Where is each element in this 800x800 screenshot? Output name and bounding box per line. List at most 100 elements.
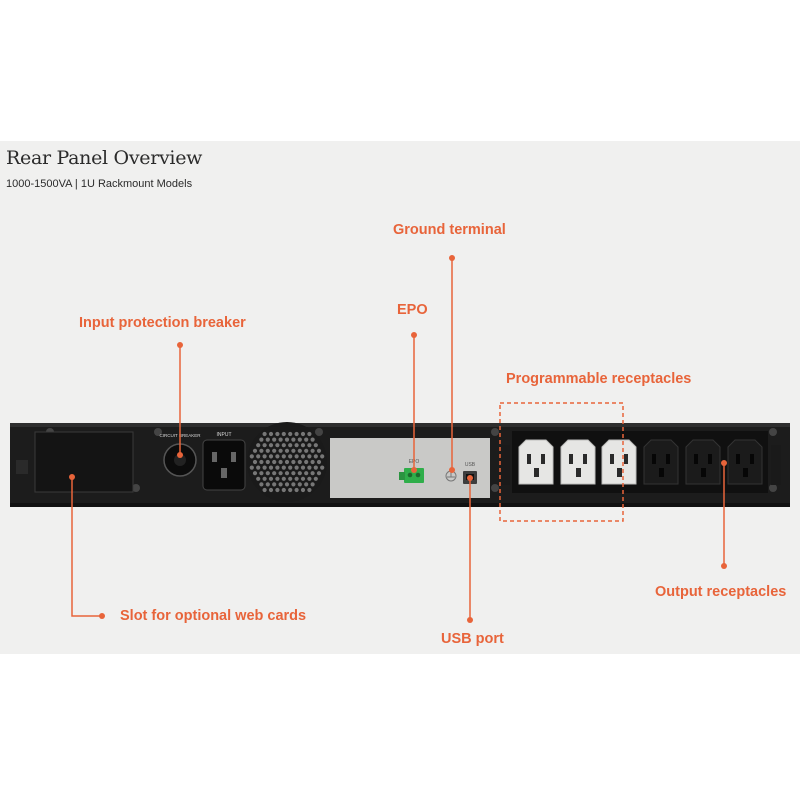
fan-hole: [284, 471, 290, 476]
leader-lines: [71, 258, 725, 620]
fan-hole: [265, 471, 270, 476]
fan-hole: [281, 465, 286, 470]
fan-hole: [288, 487, 293, 493]
mount-screw: [154, 428, 162, 436]
fan-hole: [313, 443, 318, 448]
fan-hole: [297, 437, 302, 442]
fan-hole: [297, 482, 302, 487]
fan-hole: [262, 487, 267, 493]
fan-hole: [249, 454, 254, 459]
fan-hole: [284, 437, 290, 442]
web-card-slot-dot: [99, 613, 105, 619]
fan-hole: [281, 487, 286, 493]
fan-hole: [262, 443, 267, 448]
fan-hole: [275, 487, 280, 493]
fan-hole: [291, 459, 296, 465]
mount-screw: [491, 484, 499, 492]
fan-hole: [272, 437, 277, 442]
input-breaker-callout: Input protection breaker: [79, 315, 246, 331]
fan-hole: [275, 443, 280, 448]
usb-label: USB: [465, 462, 476, 468]
diagram-background: [0, 141, 800, 654]
fan-hole: [294, 476, 299, 481]
fan-hole: [288, 465, 293, 470]
leader-endpoints: [69, 255, 727, 623]
fan-hole: [272, 482, 277, 487]
fan-hole: [281, 431, 286, 437]
fan-hole: [256, 443, 261, 448]
fan-hole: [294, 443, 299, 448]
fan-hole: [281, 476, 286, 481]
fan-hole: [278, 459, 283, 465]
fan-hole: [281, 443, 286, 448]
fan-hole: [294, 487, 299, 493]
page-subtitle: 1000-1500VA | 1U Rackmount Models: [6, 178, 193, 190]
fan-hole: [300, 476, 306, 481]
page-title: Rear Panel Overview: [6, 147, 203, 169]
fan-hole: [278, 448, 283, 453]
fan-hole: [304, 482, 309, 487]
output-outlet: [685, 439, 721, 485]
fan-hole: [284, 482, 290, 487]
ground-terminal-point: [449, 467, 455, 473]
fan-hole: [307, 454, 312, 459]
epo-point: [411, 467, 417, 473]
programmable-receptacles-outline: [499, 402, 624, 522]
fan-hole: [262, 454, 267, 459]
fan-hole: [259, 437, 264, 442]
usb-port-dot: [467, 617, 473, 623]
fan-hole: [300, 443, 306, 448]
fan-hole: [256, 476, 261, 481]
fan-hole: [316, 471, 322, 476]
output-receptacles-callout: Output receptacles: [655, 584, 787, 600]
fan-hole: [268, 454, 274, 459]
fan-hole: [249, 465, 254, 470]
fan-hole: [268, 465, 274, 470]
output-receptacles-point: [721, 460, 727, 466]
output-receptacles-dot: [721, 563, 727, 569]
fan-hole: [284, 459, 290, 465]
fan-hole: [288, 431, 293, 437]
fan-hole: [307, 443, 312, 448]
mount-screw: [769, 428, 777, 436]
epo-dot: [411, 332, 417, 338]
fan-hole: [272, 471, 277, 476]
fan-hole: [268, 443, 274, 448]
fan-hole: [304, 459, 309, 465]
fan-hole: [259, 448, 264, 453]
outlet-side-label: [771, 445, 781, 485]
fan-hole: [300, 454, 306, 459]
fan-hole: [307, 465, 312, 470]
web-card-slot: [34, 431, 134, 493]
fan-hole: [252, 448, 258, 453]
mount-screw: [491, 428, 499, 436]
fan-hole: [275, 476, 280, 481]
fan-hole: [275, 431, 280, 437]
fan-hole: [256, 454, 261, 459]
fan-hole: [300, 465, 306, 470]
output-receptacles-group: [518, 439, 763, 485]
mount-screw: [132, 484, 140, 492]
programmable-receptacles-callout: Programmable receptacles: [506, 371, 692, 387]
fan-hole: [268, 476, 274, 481]
input-inlet: [202, 439, 246, 491]
fan-hole: [304, 437, 309, 442]
fan-hole: [307, 487, 312, 493]
fan-hole: [294, 465, 299, 470]
fan-hole: [294, 454, 299, 459]
fan-hole: [252, 459, 258, 465]
fan-hole: [307, 431, 312, 437]
fan-hole: [288, 443, 293, 448]
fan-hole: [304, 448, 309, 453]
web-card-slot-point: [69, 474, 75, 480]
mount-screw: [769, 484, 777, 492]
mount-screw: [315, 428, 323, 436]
output-outlet: [643, 439, 679, 485]
fan-hole: [281, 454, 286, 459]
fan-hole: [259, 459, 264, 465]
fan-hole: [310, 482, 315, 487]
web-card-slot-callout: Slot for optional web cards: [120, 608, 307, 624]
fan-hole: [291, 448, 296, 453]
epo-callout: EPO: [397, 302, 428, 318]
fan-hole: [291, 437, 296, 442]
